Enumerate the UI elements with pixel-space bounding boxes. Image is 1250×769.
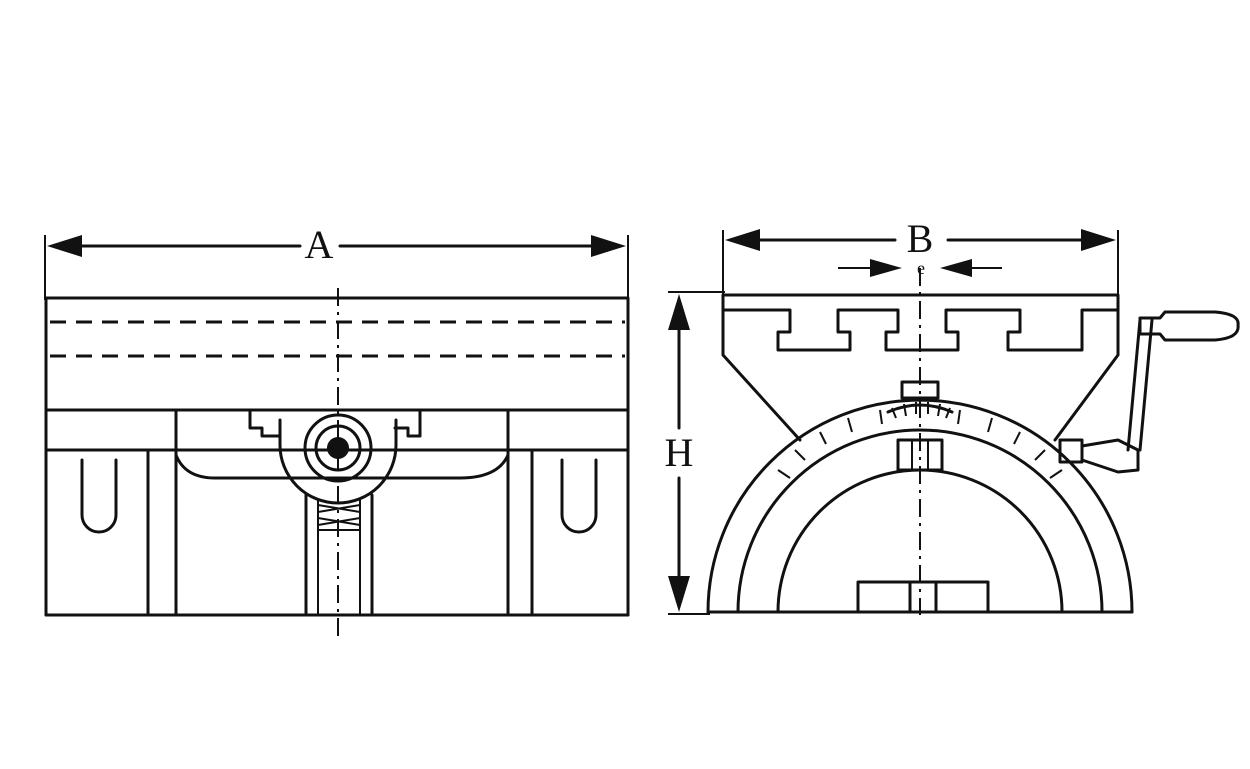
arrow-left-a xyxy=(47,235,82,257)
label-h: H xyxy=(665,430,694,475)
pivot-shaft xyxy=(327,437,349,459)
arrow-right-e xyxy=(940,259,972,277)
dimension-a: A xyxy=(44,222,629,300)
base-block xyxy=(856,580,990,614)
graduation-ticks xyxy=(777,409,1063,479)
label-b: B xyxy=(907,216,934,261)
spring-coil xyxy=(317,504,361,526)
crank-knob xyxy=(1138,310,1240,342)
left-slot xyxy=(80,458,118,534)
front-view: A xyxy=(44,222,630,640)
right-slot xyxy=(560,458,598,534)
arrow-right-b xyxy=(1081,229,1116,251)
front-pivot xyxy=(248,408,422,617)
label-a: A xyxy=(305,222,334,267)
support-right xyxy=(1053,308,1120,442)
support-left xyxy=(721,308,802,442)
side-table-tslots xyxy=(721,293,1120,352)
side-view: B e H xyxy=(665,216,1240,615)
base-recess xyxy=(174,453,510,480)
arc-middle xyxy=(736,428,1104,614)
arrow-left-e xyxy=(870,259,902,277)
crank-handle xyxy=(1058,310,1240,474)
dimension-b: B xyxy=(722,216,1119,295)
dimension-h: H xyxy=(665,291,725,615)
pivot-ring-outer xyxy=(303,413,373,483)
arrow-bottom-h xyxy=(668,576,690,612)
arrow-left-b xyxy=(725,229,760,251)
arrow-top-h xyxy=(668,294,690,330)
arrow-right-a xyxy=(591,235,626,257)
